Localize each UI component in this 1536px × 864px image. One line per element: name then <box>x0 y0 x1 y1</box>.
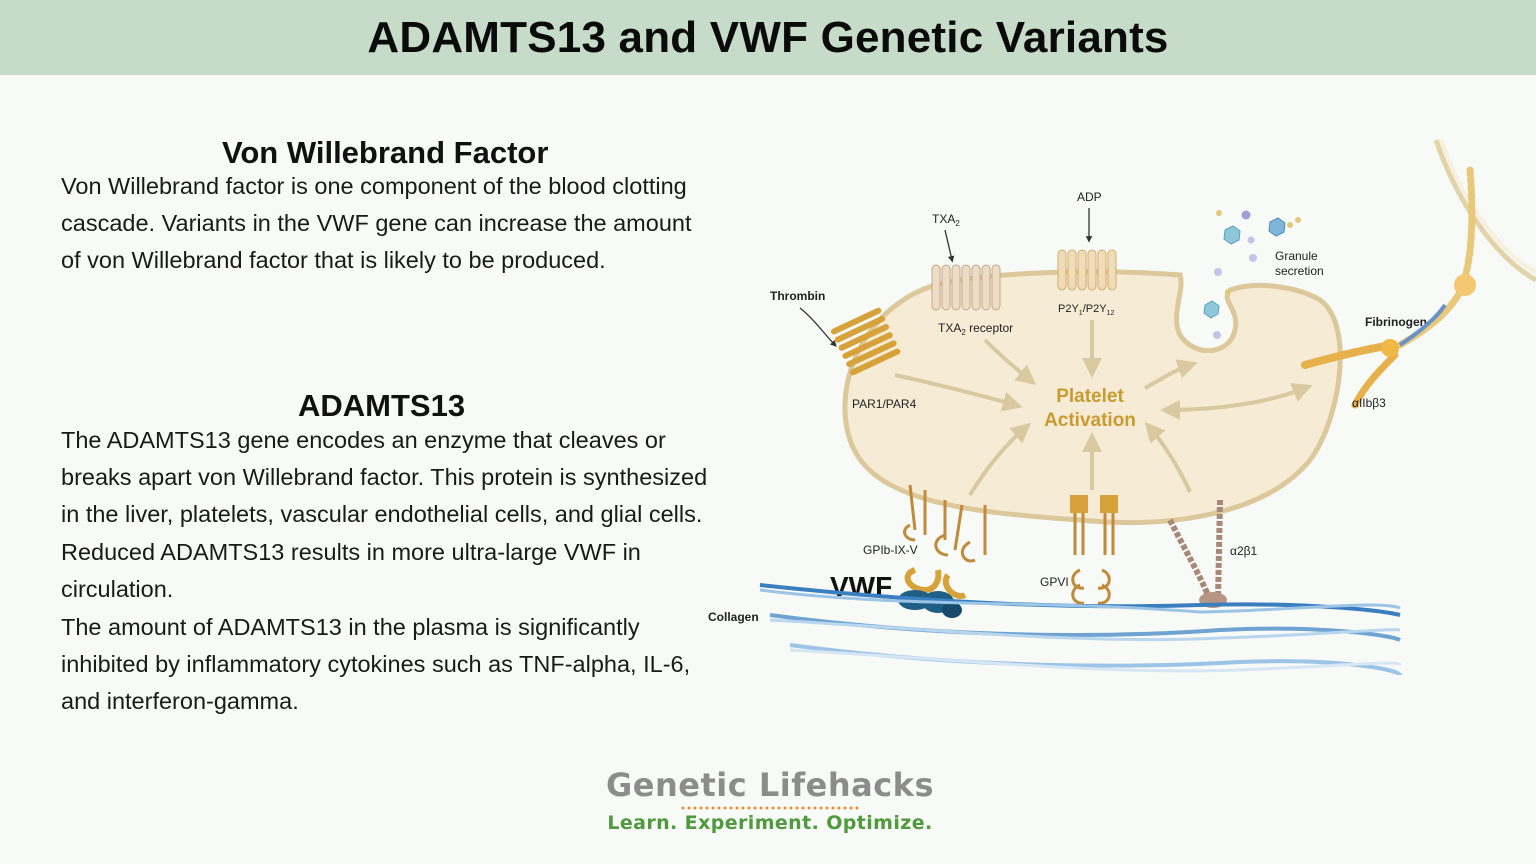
logo-tagline: Learn. Experiment. Optimize. <box>607 812 933 834</box>
vwf-heading: Von Willebrand Factor <box>222 135 549 170</box>
logo-divider <box>680 806 860 810</box>
integrin-iib <box>1301 274 1476 409</box>
collagen-label: Collagen <box>708 610 759 624</box>
thrombin-label: Thrombin <box>770 289 825 303</box>
par-receptor <box>830 307 901 376</box>
collagen-fibers <box>759 583 1402 677</box>
par-label: PAR1/PAR4 <box>852 397 917 411</box>
integrin-iib-label: αIIbβ3 <box>1352 396 1386 410</box>
platelet-activation-label-line1: Platelet <box>1056 386 1124 407</box>
vwf-paragraph: Von Willebrand factor is one component o… <box>61 173 692 274</box>
granule-secretion-label: Granule <box>1275 249 1318 263</box>
page-title: ADAMTS13 and VWF Genetic Variants <box>367 12 1169 62</box>
gpib-label: GPIb-IX-V <box>863 543 918 557</box>
activation-arrows <box>894 320 1313 497</box>
a2b1-integrin <box>1167 499 1223 602</box>
txa2-arrow <box>944 229 955 263</box>
a2b1-label: α2β1 <box>1230 544 1258 558</box>
adamts13-heading: ADAMTS13 <box>298 388 466 423</box>
adjacent-platelet-edge <box>1433 139 1536 283</box>
gpvi-label: GPVI <box>1040 575 1069 589</box>
logo-name: Genetic Lifehacks <box>606 766 934 804</box>
platelet-activation-label-line2: Activation <box>1044 410 1136 431</box>
txa2-receptor <box>931 264 1001 311</box>
adamts13-plasma-paragraph: The amount of ADAMTS13 in the plasma is … <box>61 614 691 715</box>
genetic-lifehacks-logo: Genetic Lifehacks Learn. Experiment. Opt… <box>560 766 980 834</box>
adp-label: ADP <box>1077 190 1102 204</box>
fibrinogen-label: Fibrinogen <box>1365 315 1427 329</box>
thrombin-arrow <box>799 307 837 347</box>
p2y-receptor <box>1057 249 1117 291</box>
granule-secretion-label-line2: secretion <box>1275 264 1324 278</box>
granule-molecules <box>1203 210 1301 339</box>
adamts13-paragraph: The ADAMTS13 gene encodes an enzyme that… <box>61 427 708 602</box>
txa2-receptor-label: TXA2 receptor <box>938 321 1013 337</box>
p2y-label: P2Y1/P2Y12 <box>1058 303 1114 317</box>
vwf-ring <box>904 567 942 594</box>
gpib-receptors <box>903 484 987 563</box>
txa2-label: TXA2 <box>932 212 960 228</box>
platelet-activation-diagram: Thrombin PAR1/PAR4 TXA2 TXA2 receptor AD… <box>708 139 1536 677</box>
title-banner: ADAMTS13 and VWF Genetic Variants <box>0 0 1536 75</box>
platelet-membrane <box>842 269 1343 525</box>
